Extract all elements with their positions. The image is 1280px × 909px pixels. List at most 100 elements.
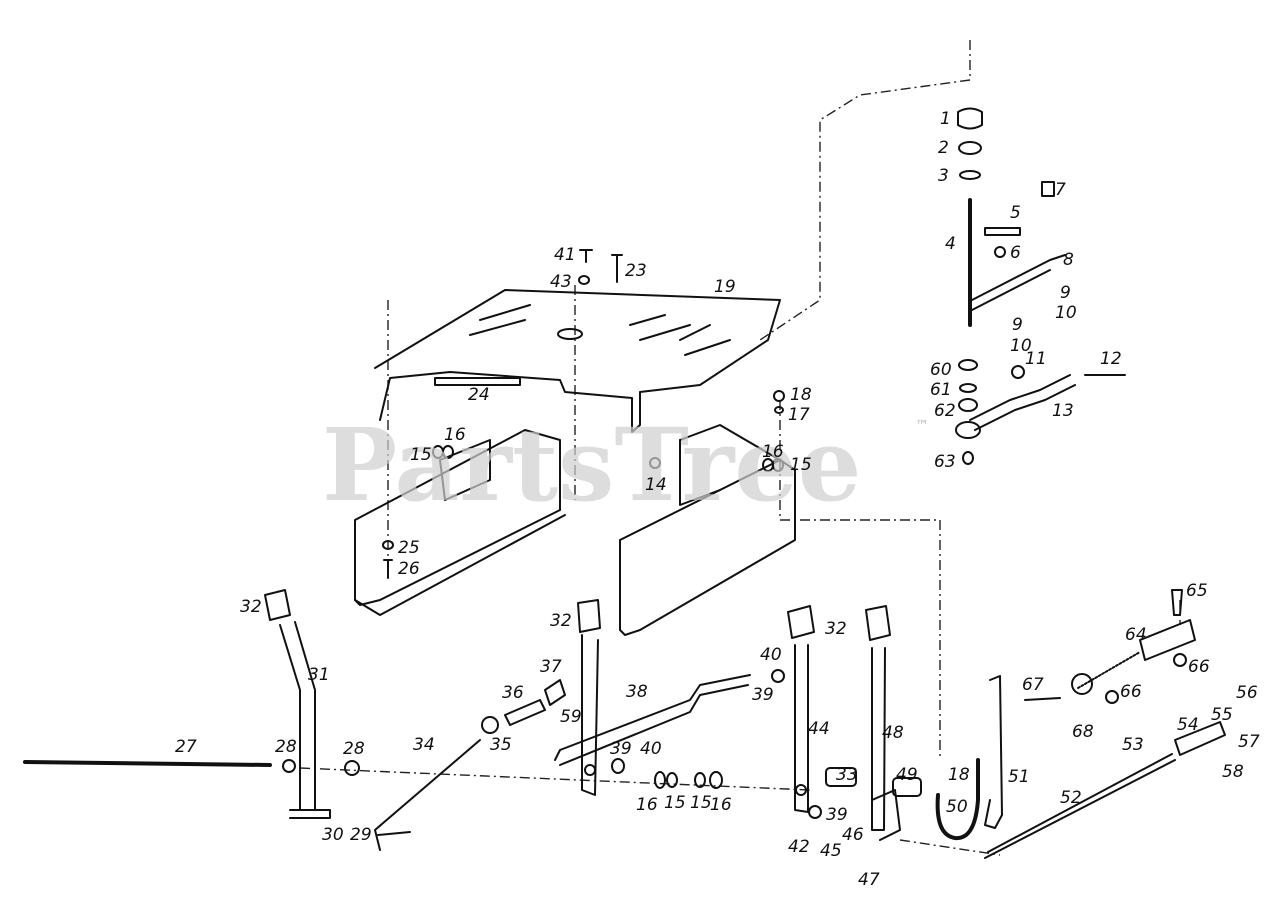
callout-label: 57 — [1238, 732, 1260, 752]
callout-label: 2 — [938, 138, 949, 158]
callout-label: 47 — [858, 870, 880, 890]
callout-label: 17 — [788, 405, 810, 425]
callout-label: 39 — [610, 739, 632, 759]
callout-label: 4 — [945, 234, 956, 254]
callout-label: 28 — [275, 737, 297, 757]
callout-label: 15 — [690, 793, 712, 813]
callout-label: 53 — [1122, 735, 1144, 755]
callout-label: 31 — [308, 665, 330, 685]
callout-label: 1 — [940, 109, 951, 129]
washer-row — [611, 758, 723, 789]
callout-label: 9 — [1060, 283, 1071, 303]
callout-label: 46 — [842, 825, 864, 845]
callout-label: 32 — [240, 597, 262, 617]
callout-label: 23 — [625, 261, 647, 281]
lever-59 — [577, 599, 601, 796]
callout-label: 33 — [836, 765, 858, 785]
callout-label: 40 — [760, 645, 782, 665]
callout-label: 52 — [1060, 788, 1082, 808]
callout-label: 19 — [714, 277, 736, 297]
callout-label: 44 — [808, 719, 830, 739]
callout-labels: 1 2 3 4 5 6 7 8 9 10 9 10 11 12 13 60 61… — [175, 109, 1260, 890]
callout-label: 16 — [762, 442, 784, 462]
callout-label: 60 — [930, 360, 952, 380]
callout-label: 66 — [1188, 657, 1210, 677]
callout-label: 54 — [1177, 715, 1199, 735]
callout-label: 62 — [934, 401, 956, 421]
lever-31 — [264, 589, 360, 819]
callout-label: 35 — [490, 735, 512, 755]
callout-label: 67 — [1022, 675, 1044, 695]
callout-label: 6 — [1010, 243, 1021, 263]
callout-label: 16 — [444, 425, 466, 445]
callout-label: 30 — [322, 825, 344, 845]
rod-52 — [984, 721, 1226, 859]
callout-label: 61 — [930, 380, 952, 400]
callout-label: 15 — [790, 455, 812, 475]
rod-34 — [374, 679, 566, 851]
callout-label: 29 — [350, 825, 372, 845]
callout-label: 55 — [1211, 705, 1233, 725]
callout-label: 18 — [790, 385, 812, 405]
callout-label: 7 — [1055, 180, 1066, 200]
callout-label: 65 — [1186, 581, 1208, 601]
callout-label: 48 — [882, 723, 904, 743]
shift-shaft-assembly — [957, 107, 1066, 327]
callout-label: 37 — [540, 657, 562, 677]
callout-label: 5 — [1010, 203, 1021, 223]
plate-hardware — [382, 249, 974, 579]
callout-label: 32 — [550, 611, 572, 631]
callout-label: 10 — [1010, 336, 1032, 356]
callout-label: 18 — [948, 765, 970, 785]
callout-label: 51 — [1008, 767, 1030, 787]
callout-label: 14 — [645, 475, 667, 495]
watermark-text: PartsTree — [322, 406, 862, 524]
callout-label: 50 — [946, 797, 968, 817]
callout-label: 59 — [560, 707, 582, 727]
callout-label: 28 — [343, 739, 365, 759]
callout-label: 42 — [788, 837, 810, 857]
callout-label: 39 — [826, 805, 848, 825]
callout-label: 16 — [710, 795, 732, 815]
watermark: PartsTree ™ — [322, 406, 929, 524]
callout-label: 45 — [820, 841, 842, 861]
spring-assembly-64 — [1024, 589, 1196, 704]
lever-51 — [984, 675, 1003, 829]
callout-label: 49 — [896, 765, 918, 785]
callout-label: 9 — [1012, 315, 1023, 335]
callout-label: 43 — [550, 272, 572, 292]
callout-label: 40 — [640, 739, 662, 759]
callout-label: 34 — [413, 735, 435, 755]
lever-13 — [955, 359, 1126, 439]
lever-48 — [825, 605, 922, 841]
callout-label: 32 — [825, 619, 847, 639]
callout-label: 13 — [1052, 401, 1074, 421]
callout-label: 68 — [1072, 722, 1094, 742]
callout-label: 24 — [468, 385, 490, 405]
callout-label: 12 — [1100, 349, 1122, 369]
callout-label: 58 — [1222, 762, 1244, 782]
watermark-trademark: ™ — [915, 418, 929, 434]
callout-label: 26 — [398, 559, 420, 579]
callout-label: 15 — [664, 793, 686, 813]
callout-label: 41 — [554, 245, 576, 265]
top-plate-19 — [374, 289, 781, 433]
callout-label: 16 — [636, 795, 658, 815]
left-channel-bracket — [354, 429, 566, 616]
callout-label: 11 — [1025, 349, 1047, 369]
callout-label: 10 — [1055, 303, 1077, 323]
lever-44 — [787, 605, 822, 819]
callout-label: 36 — [502, 683, 524, 703]
callout-label: 3 — [938, 166, 949, 186]
callout-label: 15 — [410, 445, 432, 465]
callout-label: 63 — [934, 452, 956, 472]
callout-label: 27 — [175, 737, 197, 757]
rod-27 — [23, 760, 272, 767]
callout-label: 8 — [1063, 250, 1074, 270]
callout-label: 66 — [1120, 682, 1142, 702]
callout-label: 64 — [1125, 625, 1147, 645]
callout-label: 39 — [752, 685, 774, 705]
callout-label: 56 — [1236, 683, 1258, 703]
